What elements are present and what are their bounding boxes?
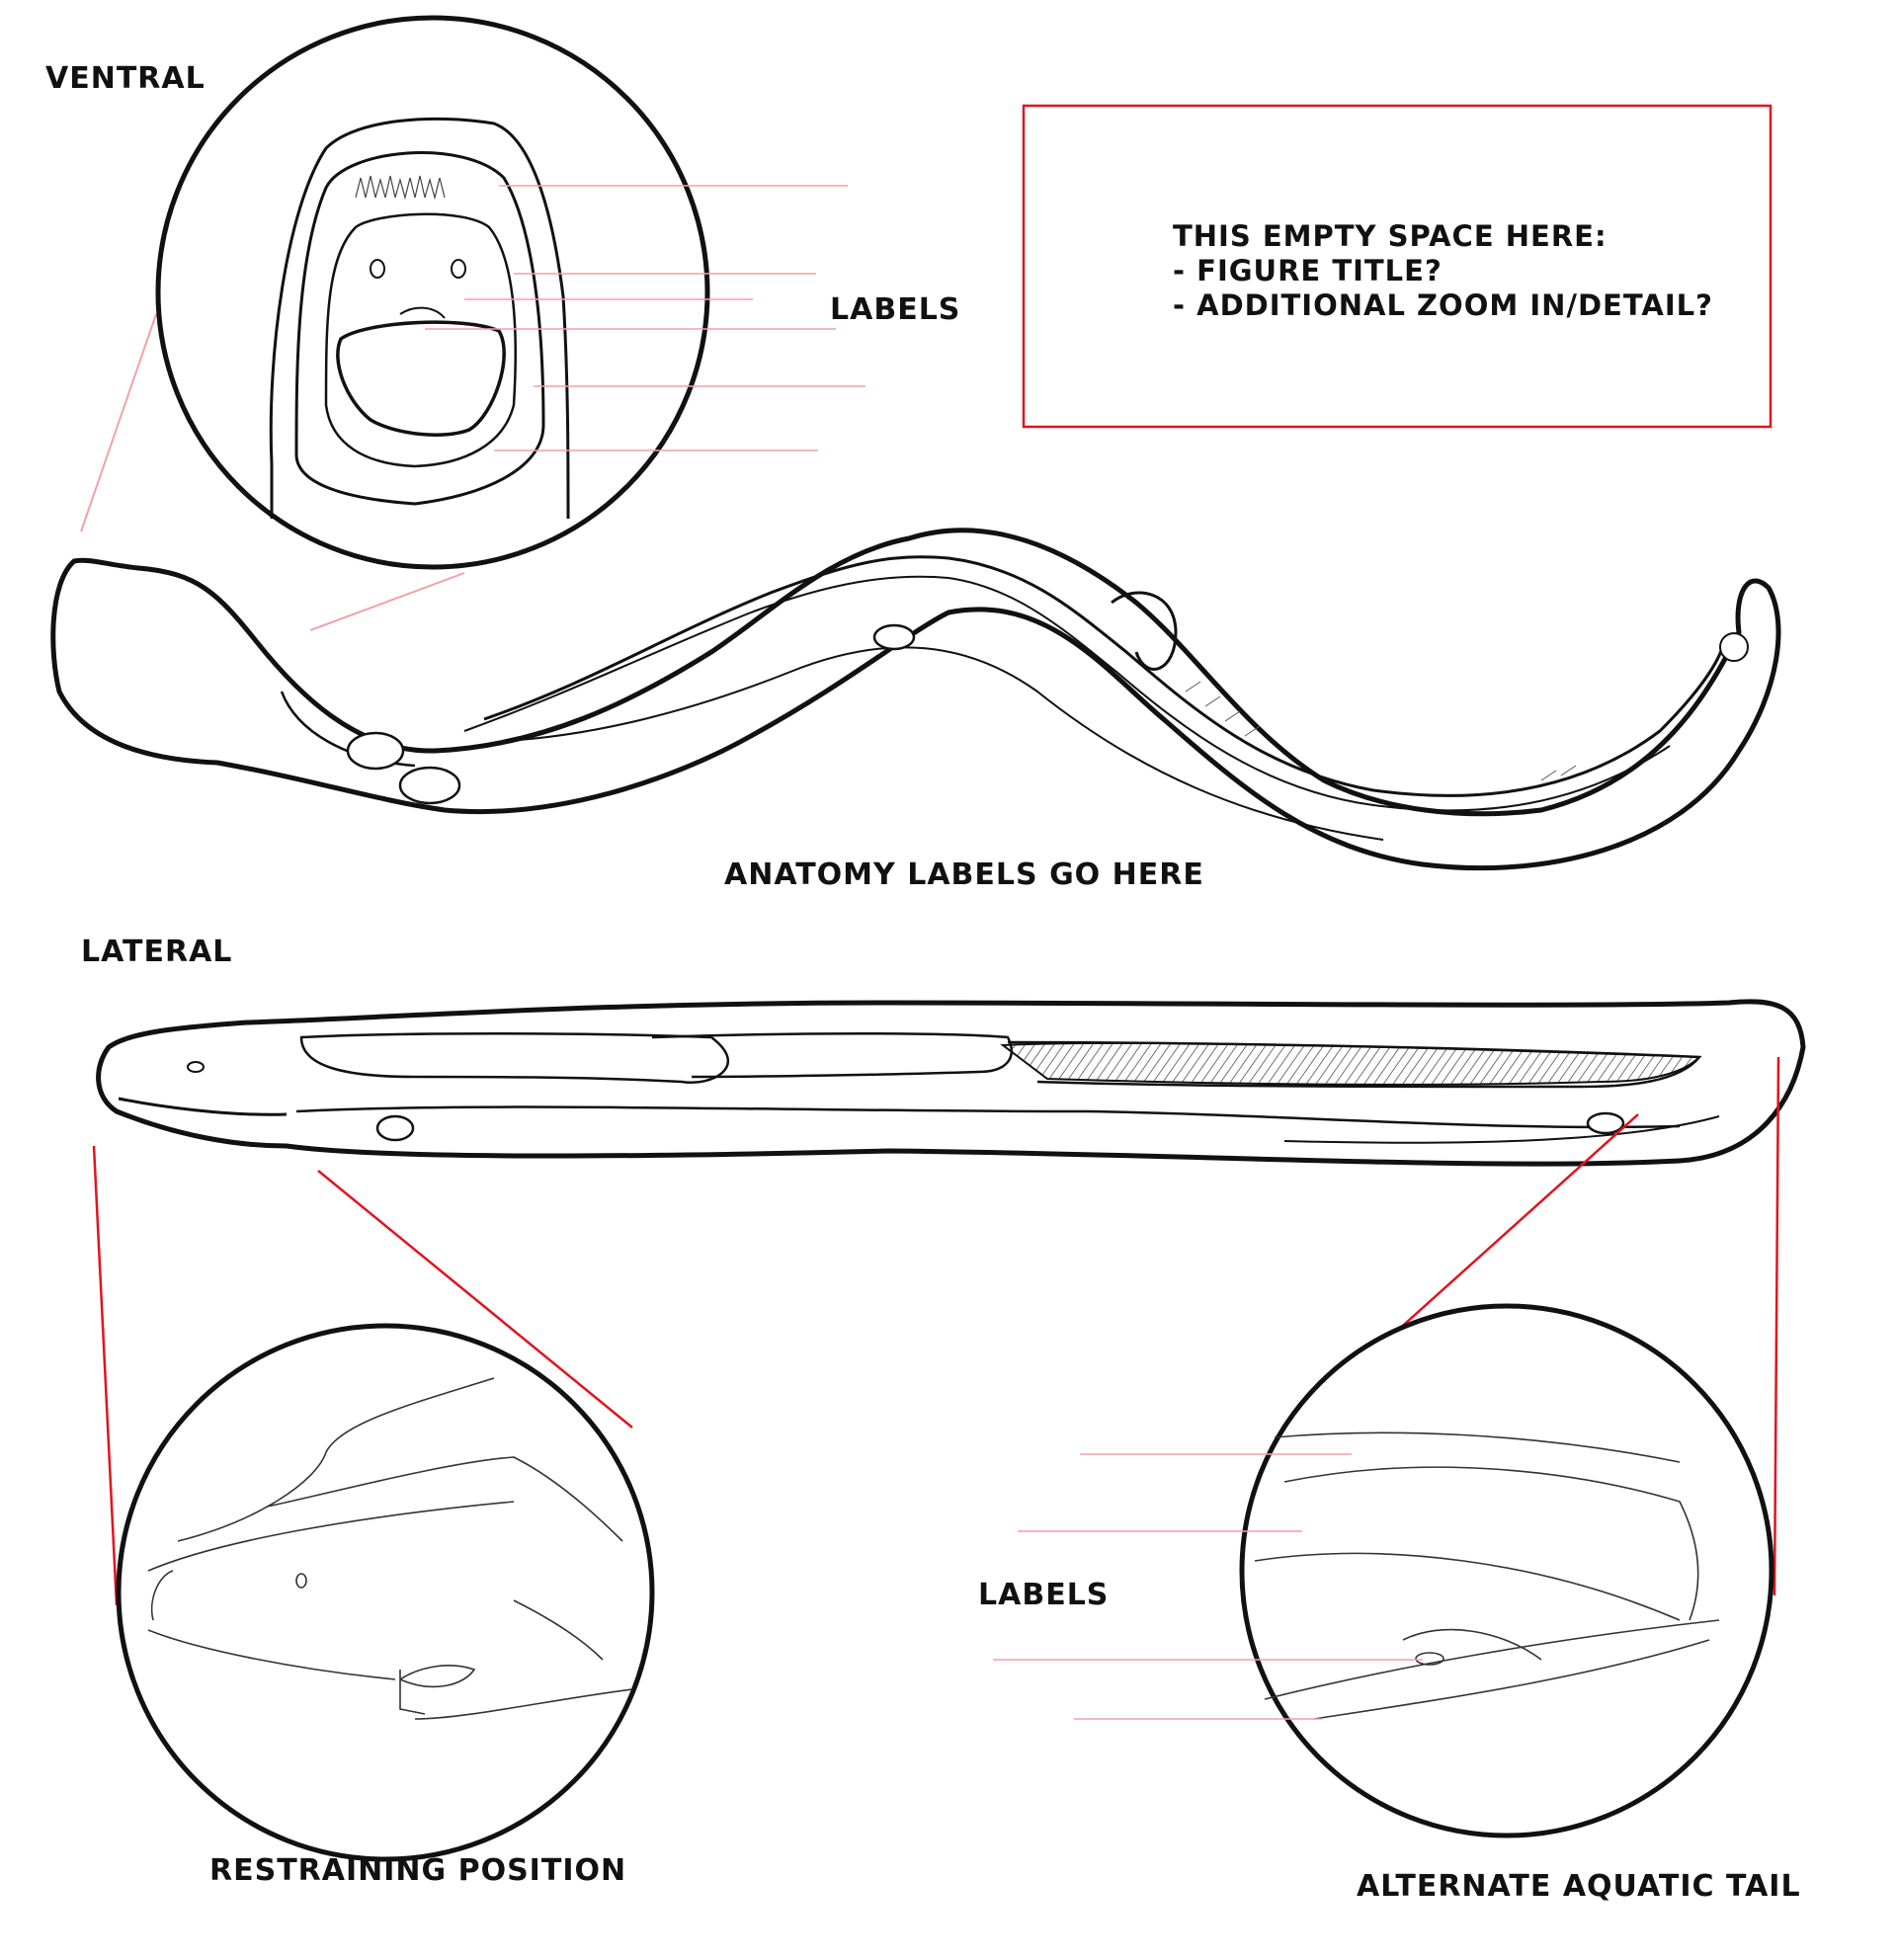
ventral-label: VENTRAL: [45, 61, 206, 96]
aquatic-tail-circle: [993, 1303, 1774, 1838]
note-line-2: - FIGURE TITLE?: [1173, 254, 1443, 287]
lateral-body: [96, 999, 1806, 1167]
bottom-labels-label: LABELS: [978, 1578, 1110, 1612]
restraining-position-label: RESTRAINING POSITION: [209, 1853, 627, 1888]
top-labels-label: LABELS: [830, 292, 961, 327]
lateral-label: LATERAL: [81, 935, 233, 969]
placeholder-box: [1022, 104, 1773, 429]
restraining-circle: [116, 1323, 655, 1862]
ventral-head-circle: [155, 15, 866, 570]
note-line-3: - ADDITIONAL ZOOM IN/DETAIL?: [1173, 288, 1713, 322]
note-line-1: THIS EMPTY SPACE HERE:: [1173, 219, 1608, 253]
placeholder-note: THIS EMPTY SPACE HERE: - FIGURE TITLE? -…: [1173, 219, 1713, 323]
anatomy-labels-label: ANATOMY LABELS GO HERE: [724, 858, 1204, 892]
aquatic-tail-label: ALTERNATE AQUATIC TAIL: [1357, 1869, 1801, 1904]
ventral-body: [50, 528, 1781, 871]
ventral-zoom-connectors: [80, 313, 465, 631]
